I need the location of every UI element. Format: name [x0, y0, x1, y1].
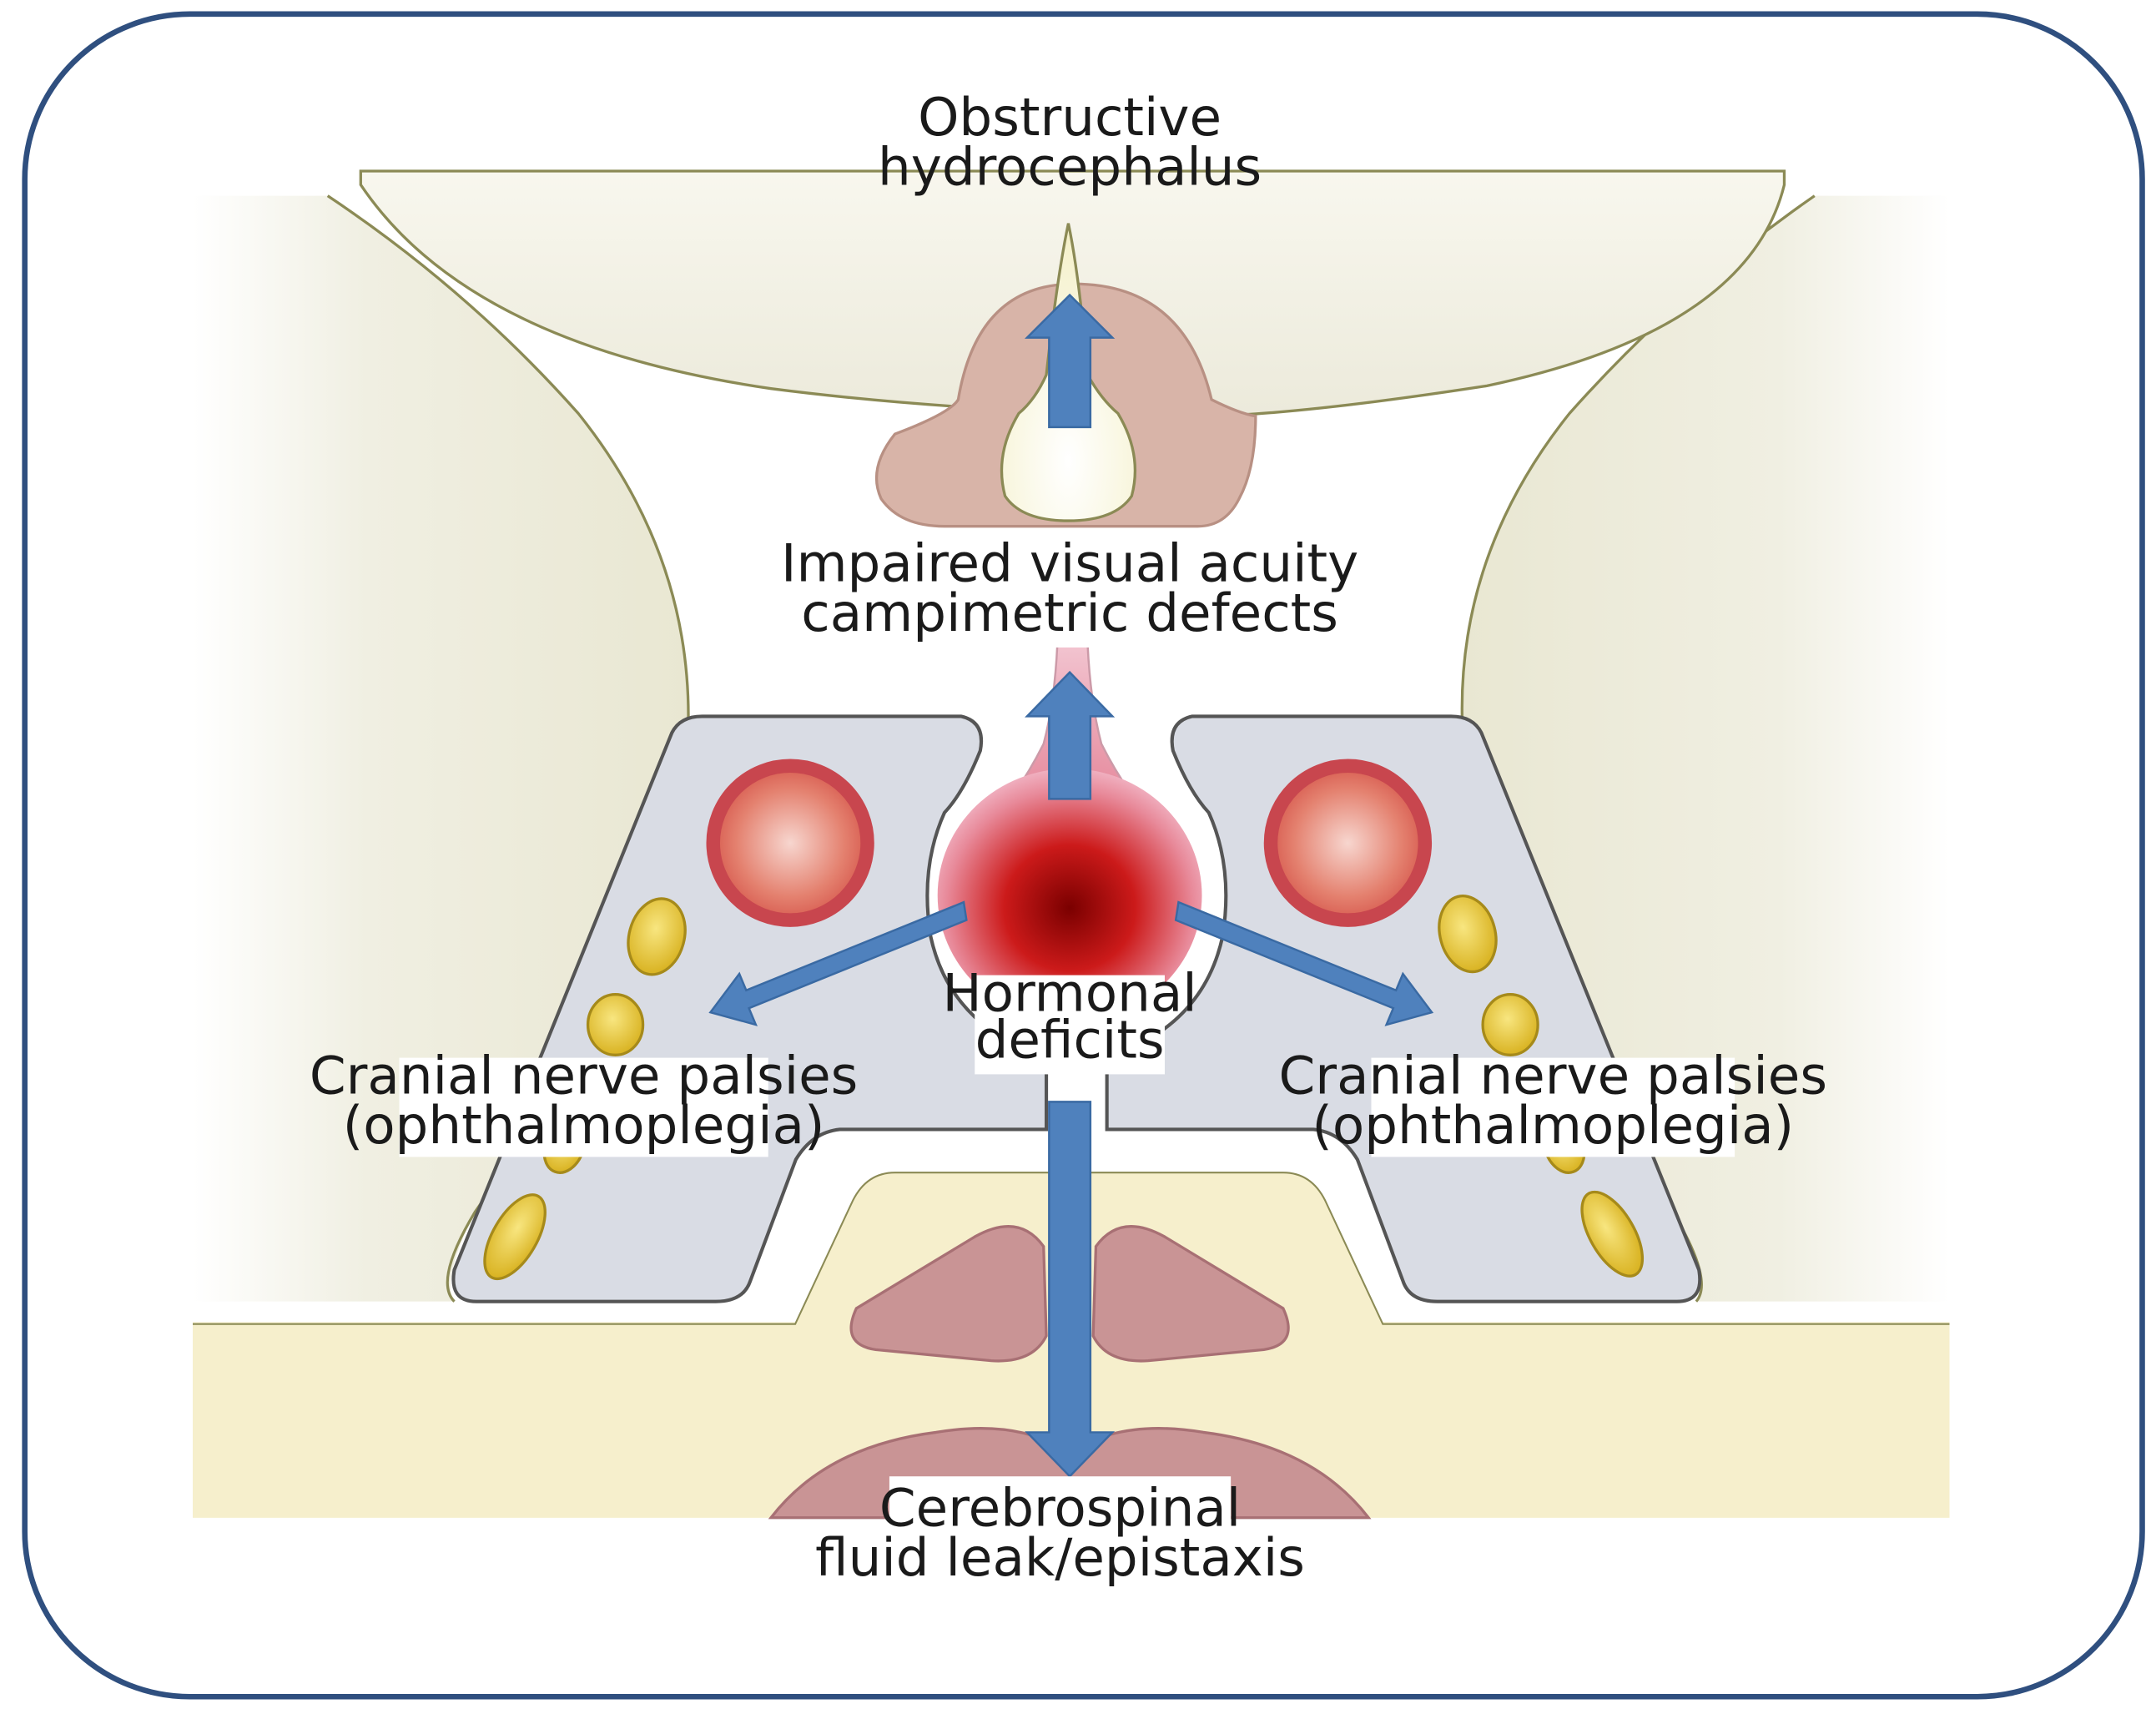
hydrocephalus-line-1: Obstructive — [918, 87, 1222, 148]
label-cranial-left: Cranial nerve palsies (ophthalmoplegia) — [310, 1046, 858, 1156]
label-hormonal: Hormonal deficits — [943, 963, 1197, 1071]
arrow-up-hydrocephalus — [1024, 293, 1116, 429]
label-cranial-right: Cranial nerve palsies (ophthalmoplegia) — [1279, 1046, 1827, 1156]
cranial-right-line-1: Cranial nerve palsies — [1279, 1046, 1827, 1107]
cranial-left-line-2: (ophthalmoplegia) — [343, 1095, 825, 1156]
right-nerve-1 — [1438, 895, 1498, 974]
cranial-right-line-2: (ophthalmoplegia) — [1312, 1095, 1794, 1156]
arrow-up-visual — [1025, 670, 1116, 800]
hormonal-label-bg — [975, 975, 1165, 1075]
visual-label-bg — [878, 542, 1262, 648]
arrow-left-cranial — [708, 900, 968, 1026]
right-nerve-2 — [1481, 993, 1539, 1056]
arrow-right-cranial — [1174, 900, 1434, 1026]
cranial-right-label-bg — [1371, 1057, 1735, 1157]
label-visual: Impaired visual acuity campimetric defec… — [781, 533, 1358, 643]
arrows — [708, 293, 1434, 1479]
csf-line-1: Cerebrospinal — [879, 1478, 1241, 1539]
pituitary-tumor — [937, 769, 1202, 1022]
left-nerve-4 — [483, 1193, 547, 1281]
right-carotid-artery — [1263, 759, 1433, 927]
left-carotid-artery — [706, 759, 874, 927]
left-nerve-2 — [586, 993, 645, 1056]
left-cranial-nerves — [483, 897, 687, 1281]
cranial-left-line-1: Cranial nerve palsies — [310, 1046, 858, 1107]
hydrocephalus-line-2: hydrocephalus — [878, 136, 1262, 197]
csf-line-2: fluid leak/epistaxis — [815, 1527, 1305, 1588]
right-nasal-concha — [1091, 1225, 1290, 1363]
label-hydrocephalus: Obstructive hydrocephalus — [878, 87, 1262, 197]
visual-line-2: campimetric defects — [801, 582, 1338, 643]
label-csf: Cerebrospinal fluid leak/epistaxis — [815, 1478, 1305, 1588]
left-nerve-1 — [627, 897, 687, 976]
left-nasal-concha — [849, 1225, 1048, 1363]
hormonal-line-2: deficits — [975, 1010, 1165, 1071]
arrow-down-csf — [1025, 1101, 1116, 1479]
cranial-left-label-bg — [399, 1057, 768, 1157]
csf-label-bg — [889, 1476, 1232, 1587]
hormonal-line-1: Hormonal — [943, 963, 1197, 1024]
right-nerve-4 — [1580, 1190, 1645, 1278]
visual-line-1: Impaired visual acuity — [781, 533, 1358, 594]
